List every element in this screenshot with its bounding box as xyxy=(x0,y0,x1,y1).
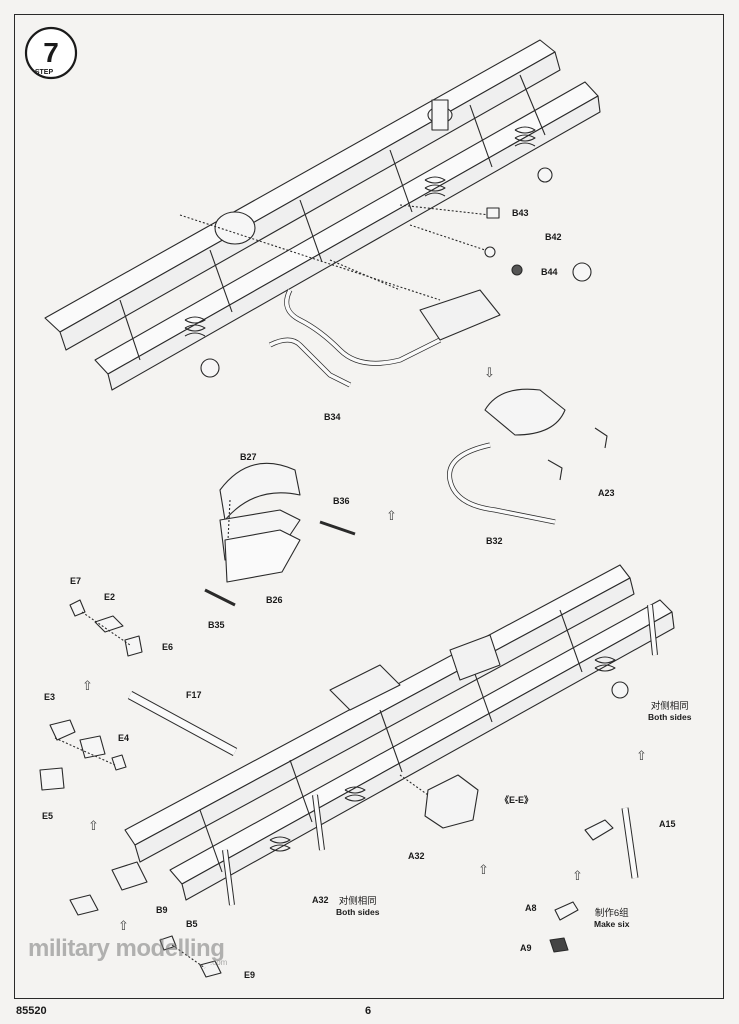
step-badge-icon: 7 STEP xyxy=(24,26,78,80)
muffler-a23 xyxy=(447,388,608,525)
direction-arrow-icon: ⇧ xyxy=(636,748,647,763)
direction-arrow-icon: ⇧ xyxy=(88,818,99,833)
label-b9: B9 xyxy=(156,905,168,915)
direction-arrow-icon: ⇧ xyxy=(572,868,583,883)
direction-arrow-icon: ⇧ xyxy=(478,862,489,877)
svg-text:7: 7 xyxy=(43,37,59,68)
watermark: military modelling xyxy=(28,935,225,962)
label-b42: B42 xyxy=(545,232,562,242)
label-e4: E4 xyxy=(118,733,130,743)
svg-text:STEP: STEP xyxy=(35,69,54,76)
label-a32-left: A32 xyxy=(312,895,329,905)
label-e2: E2 xyxy=(104,592,116,602)
note-both-sides-upper: 对侧相同 Both sides xyxy=(648,701,692,722)
label-b27: B27 xyxy=(240,452,257,462)
label-e9: E9 xyxy=(244,970,256,980)
note-both-sides-lower: 对侧相同 Both sides xyxy=(336,896,380,917)
label-b36: B36 xyxy=(333,496,350,506)
page-border xyxy=(14,14,724,999)
direction-arrow-icon: ⇧ xyxy=(82,678,93,693)
label-e7: E7 xyxy=(70,576,82,586)
kit-code: 85520 xyxy=(16,1005,47,1017)
exhaust-b34 xyxy=(179,214,501,388)
label-e6: E6 xyxy=(162,642,174,652)
watermark-suffix: .com xyxy=(210,958,228,967)
direction-arrow-icon: ⇩ xyxy=(484,365,495,380)
label-b32: B32 xyxy=(486,536,503,546)
label-b35: B35 xyxy=(208,620,225,630)
direction-arrow-icon: ⇧ xyxy=(118,918,129,933)
label-b34: B34 xyxy=(324,412,341,422)
label-a32-right: A32 xyxy=(408,851,425,861)
label-a23: A23 xyxy=(598,488,615,498)
lower-chassis-frame xyxy=(124,564,675,906)
note-make-six: 制作6组 Make six xyxy=(594,908,630,929)
label-f17: F17 xyxy=(186,690,202,700)
label-a15: A15 xyxy=(659,819,676,829)
label-b5: B5 xyxy=(186,919,198,929)
label-ee-callout: 《E-E》 xyxy=(500,795,534,805)
label-e3: E3 xyxy=(44,692,56,702)
label-e5: E5 xyxy=(42,811,54,821)
label-a9: A9 xyxy=(520,943,532,953)
label-b26: B26 xyxy=(266,595,283,605)
direction-arrow-icon: ⇧ xyxy=(386,508,397,523)
label-a8: A8 xyxy=(525,903,537,913)
page-number: 6 xyxy=(365,1005,372,1017)
heat-shield-b27-b26 xyxy=(204,462,356,607)
upper-chassis-frame xyxy=(44,39,601,391)
label-b43: B43 xyxy=(512,208,529,218)
step-badge: 7 STEP xyxy=(24,26,78,80)
label-b44: B44 xyxy=(541,267,558,277)
